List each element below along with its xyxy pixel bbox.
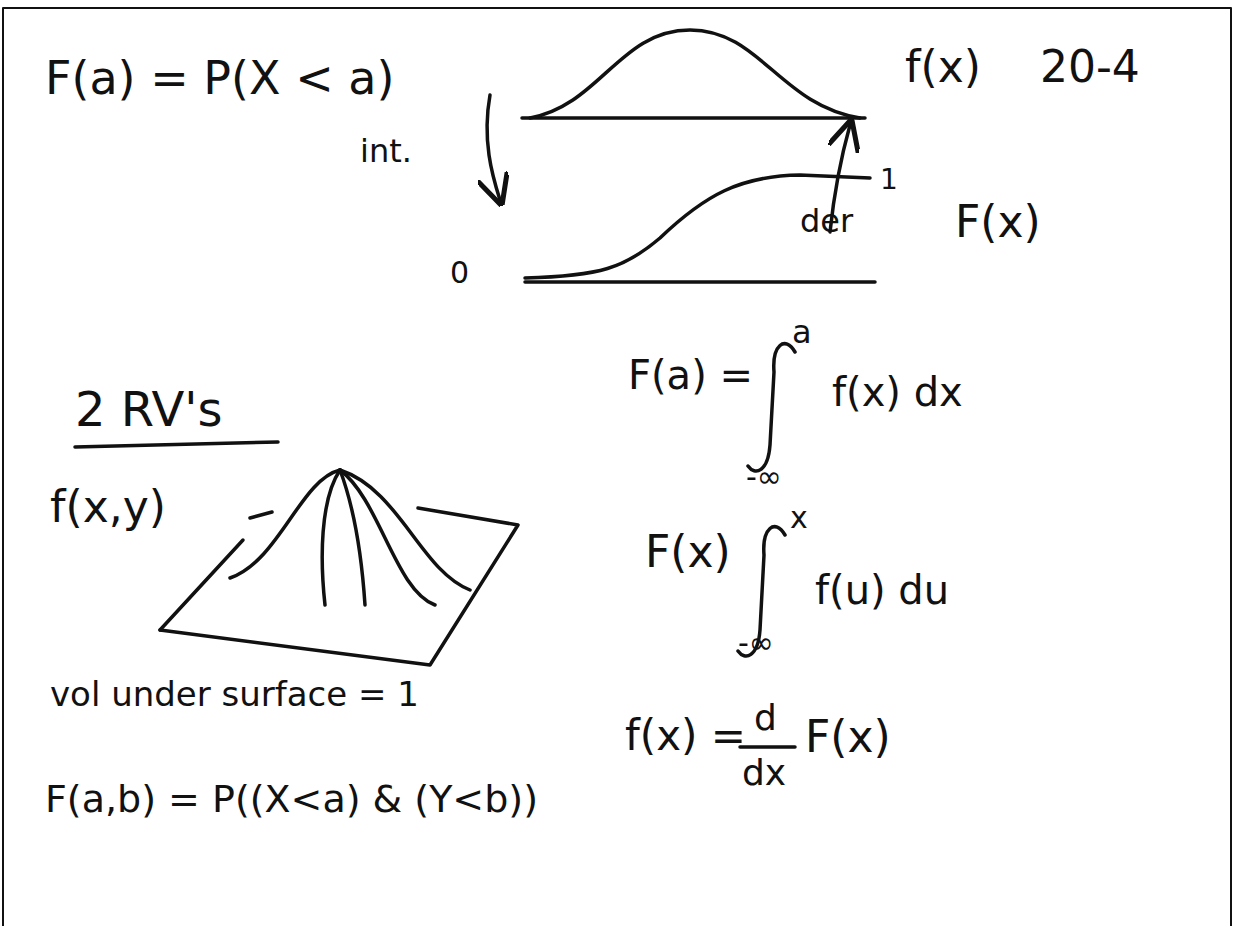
surface-ridge	[322, 470, 340, 605]
handwritten-note: f(x) dx	[832, 372, 963, 412]
density-curve	[530, 30, 860, 118]
handwritten-note: d	[754, 700, 777, 736]
handwritten-note: a	[792, 316, 812, 348]
surface-ridge	[340, 470, 435, 605]
handwritten-note: f(x) =	[625, 715, 746, 757]
handwritten-note: F(x)	[805, 715, 891, 759]
handwritten-note: 1	[880, 166, 898, 194]
integrate-arrow	[487, 95, 500, 200]
handwritten-note: 0	[450, 258, 469, 288]
cdf-curve	[525, 175, 870, 278]
surface-ridge	[250, 512, 272, 518]
handwritten-note: F(x)	[645, 530, 731, 574]
integral-sign	[748, 344, 795, 471]
surface-ridge	[340, 470, 470, 590]
handwritten-note: -∞	[746, 462, 782, 492]
handwritten-note: 20-4	[1040, 45, 1140, 89]
handwritten-note: vol under surface = 1	[50, 677, 419, 711]
handwritten-note: int.	[360, 135, 412, 167]
handwritten-note: F(a) = P(X < a)	[45, 55, 394, 101]
handwritten-note: F(a) =	[628, 355, 753, 395]
handwritten-note: der	[800, 205, 853, 237]
handwritten-note: 2 RV's	[75, 385, 223, 433]
handwritten-note: dx	[742, 755, 786, 791]
handwritten-note: F(a,b) = P((X<a) & (Y<b))	[45, 780, 538, 818]
underline	[75, 442, 278, 447]
handwritten-note: f(x)	[905, 45, 981, 89]
handwritten-note: x	[790, 503, 808, 533]
surface-base	[160, 540, 243, 630]
page-border	[3, 8, 1231, 926]
axis-line	[522, 116, 865, 120]
handwritten-note: f(x,y)	[50, 485, 166, 529]
axis-line	[525, 280, 875, 284]
fraction-bar	[740, 745, 795, 749]
handwritten-note: f(u) du	[815, 570, 949, 610]
surface-ridge	[340, 470, 365, 605]
handwritten-note: F(x)	[955, 200, 1041, 244]
handwritten-note: -∞	[738, 628, 774, 658]
